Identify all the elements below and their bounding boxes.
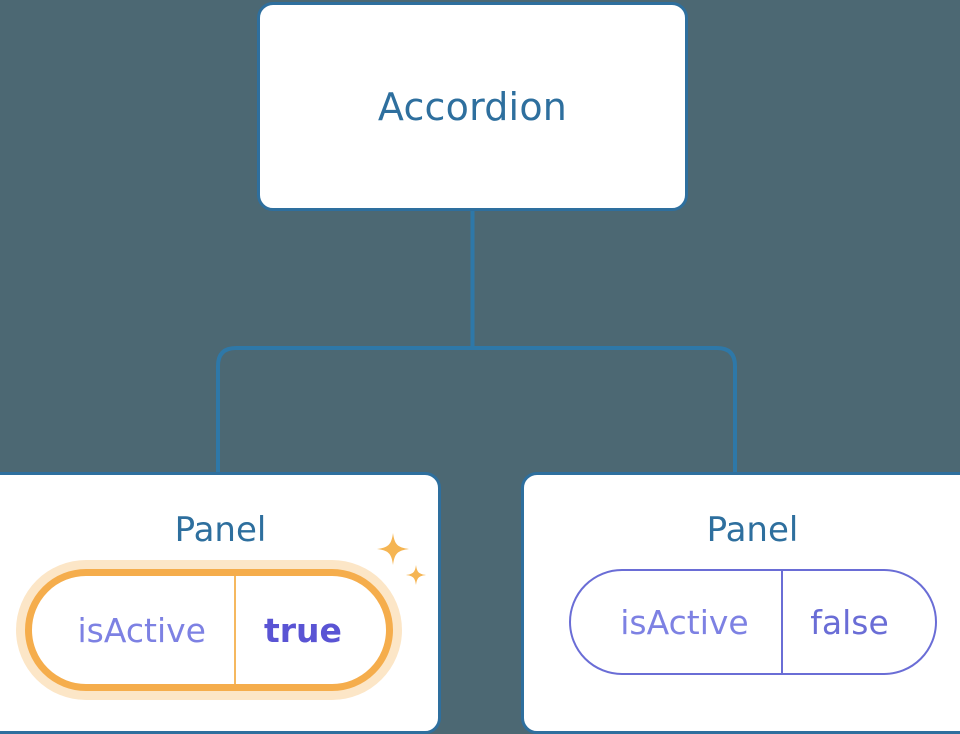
node-panel-left[interactable]: Panel isActive true	[0, 472, 441, 734]
prop-pill-isactive-false[interactable]: isActive false	[568, 569, 937, 675]
node-accordion[interactable]: Accordion	[257, 2, 688, 211]
prop-pill-wrapper-right: isActive false	[568, 569, 937, 675]
prop-pill-isactive-true[interactable]: isActive true	[24, 569, 393, 691]
prop-key-label: isActive	[77, 610, 206, 650]
node-accordion-title: Accordion	[377, 84, 568, 129]
node-panel-right[interactable]: Panel isActive false	[521, 472, 960, 734]
connector-bracket	[216, 346, 737, 472]
node-panel-left-title: Panel	[174, 510, 267, 550]
sparkle-large-icon	[376, 533, 409, 565]
prop-key-label: isActive	[620, 602, 749, 642]
prop-pill-wrapper-left: isActive true	[24, 533, 426, 691]
sparkle-small-icon	[405, 565, 426, 585]
node-panel-right-title: Panel	[706, 510, 799, 550]
prop-value-label: true	[233, 576, 388, 684]
prop-value-label: false	[780, 571, 935, 673]
